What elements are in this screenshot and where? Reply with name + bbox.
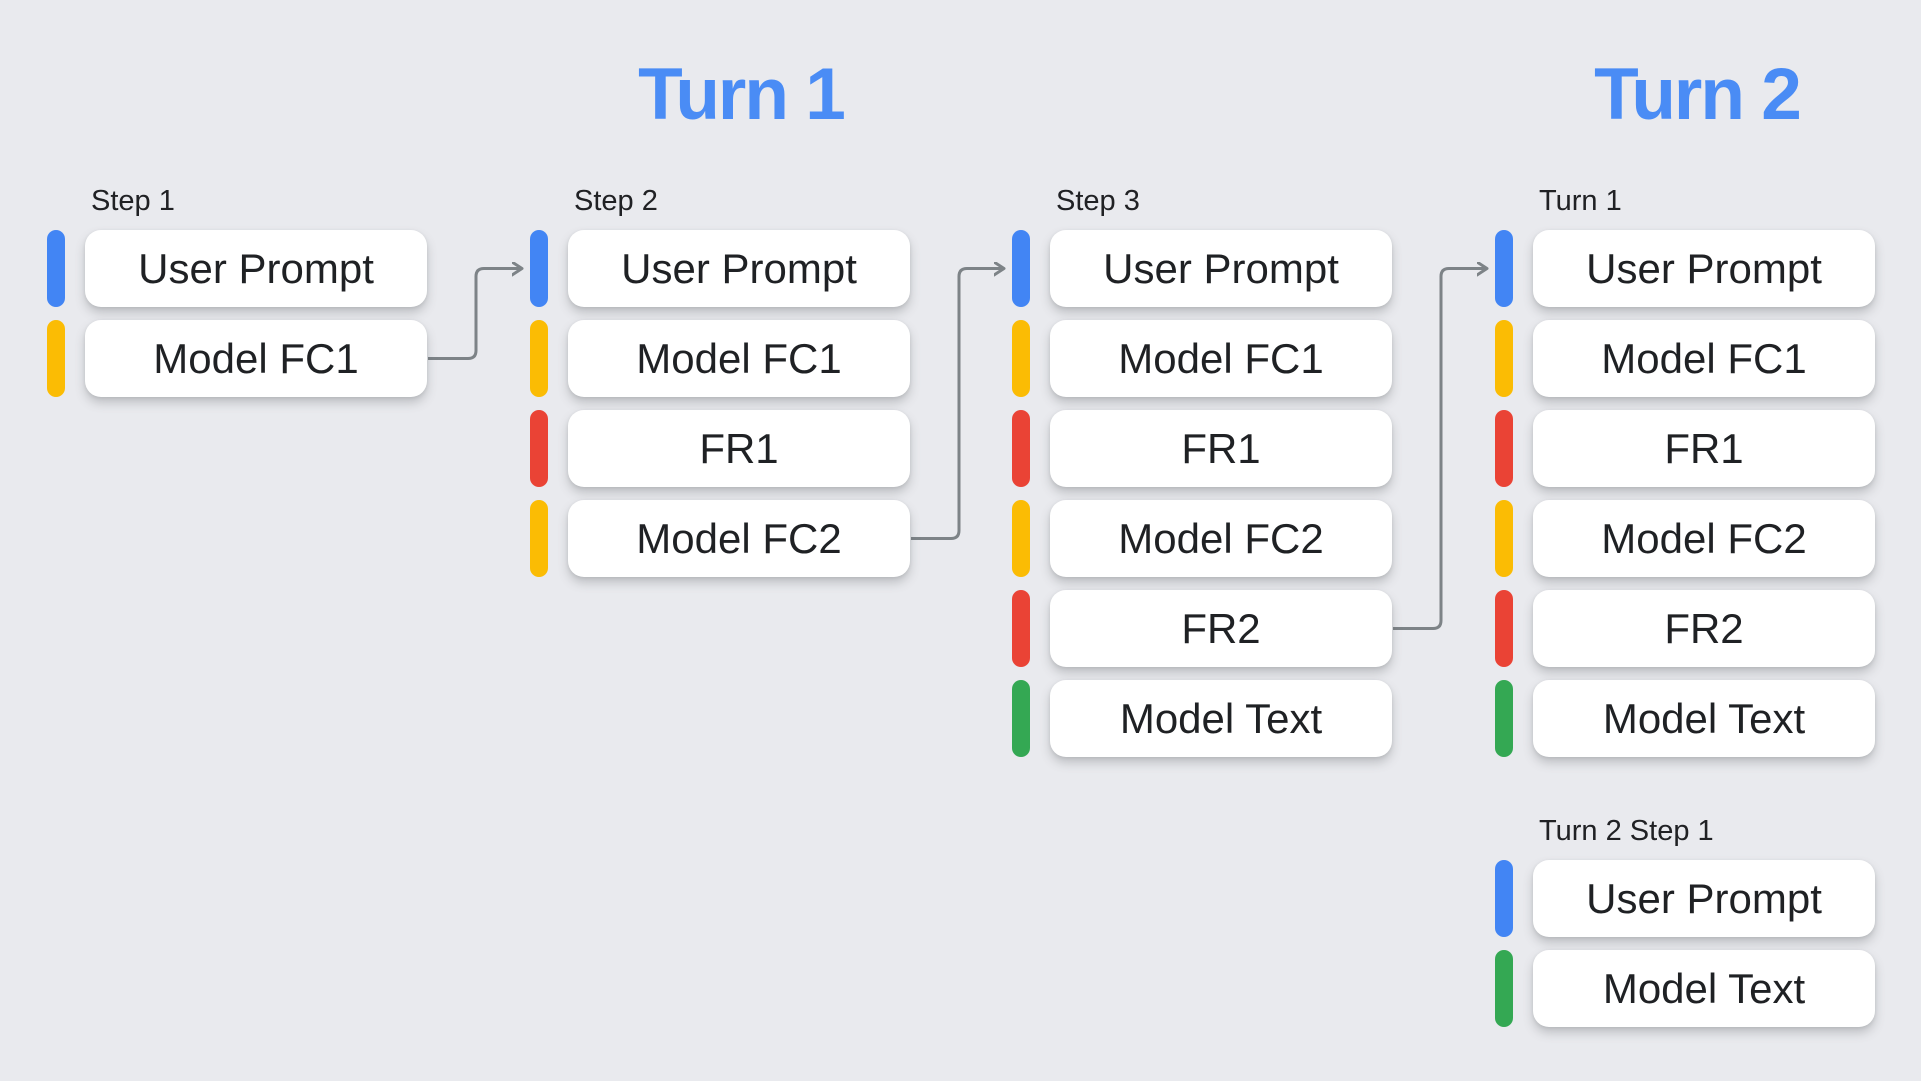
message-row: Model FC2 [530, 500, 910, 577]
message-box: Model Text [1050, 680, 1392, 757]
group-label: Step 3 [1056, 185, 1140, 217]
message-row: Model FC2 [1012, 500, 1392, 577]
message-row: Model Text [1495, 680, 1875, 757]
message-box: FR1 [1533, 410, 1875, 487]
message-row: User Prompt [1495, 230, 1875, 307]
message-box: Model Text [1533, 680, 1875, 757]
user-prompt-color-bar [530, 230, 548, 307]
message-box: Model FC1 [85, 320, 427, 397]
function-response-color-bar [1012, 410, 1030, 487]
model-function-call-color-bar [1012, 500, 1030, 577]
connector-arrow [1393, 269, 1487, 630]
message-row: Model FC1 [1012, 320, 1392, 397]
user-prompt-color-bar [1495, 230, 1513, 307]
group-label: Step 1 [91, 185, 175, 217]
connector-arrow [428, 269, 522, 360]
message-row: Model FC1 [47, 320, 427, 397]
message-row: User Prompt [530, 230, 910, 307]
turn-2-title: Turn 2 [1594, 54, 1802, 135]
message-box: FR2 [1050, 590, 1392, 667]
model-text-color-bar [1495, 950, 1513, 1027]
message-box: User Prompt [1533, 860, 1875, 937]
function-response-color-bar [1495, 590, 1513, 667]
model-function-call-color-bar [1495, 500, 1513, 577]
message-box: Model FC1 [1050, 320, 1392, 397]
model-function-call-color-bar [1495, 320, 1513, 397]
message-row: Model FC1 [1495, 320, 1875, 397]
message-box: Model FC1 [568, 320, 910, 397]
message-row: Model Text [1012, 680, 1392, 757]
message-box: Model FC2 [568, 500, 910, 577]
model-function-call-color-bar [47, 320, 65, 397]
message-row: FR1 [1495, 410, 1875, 487]
message-box: User Prompt [1533, 230, 1875, 307]
user-prompt-color-bar [1012, 230, 1030, 307]
group-label: Turn 1 [1539, 185, 1622, 217]
message-row: User Prompt [47, 230, 427, 307]
model-function-call-color-bar [530, 500, 548, 577]
message-row: User Prompt [1495, 860, 1875, 937]
message-row: FR1 [1012, 410, 1392, 487]
message-box: FR1 [1050, 410, 1392, 487]
message-row: FR2 [1495, 590, 1875, 667]
function-response-color-bar [1495, 410, 1513, 487]
message-row: FR1 [530, 410, 910, 487]
model-function-call-color-bar [1012, 320, 1030, 397]
user-prompt-color-bar [1495, 860, 1513, 937]
model-text-color-bar [1495, 680, 1513, 757]
group-label: Step 2 [574, 185, 658, 217]
message-box: Model Text [1533, 950, 1875, 1027]
user-prompt-color-bar [47, 230, 65, 307]
message-box: User Prompt [85, 230, 427, 307]
message-box: FR2 [1533, 590, 1875, 667]
connector-arrow [911, 269, 1004, 540]
function-response-color-bar [530, 410, 548, 487]
message-box: Model FC2 [1050, 500, 1392, 577]
message-row: Model FC2 [1495, 500, 1875, 577]
group-label: Turn 2 Step 1 [1539, 815, 1714, 847]
message-box: FR1 [568, 410, 910, 487]
message-box: Model FC1 [1533, 320, 1875, 397]
message-row: FR2 [1012, 590, 1392, 667]
message-box: Model FC2 [1533, 500, 1875, 577]
message-row: Model Text [1495, 950, 1875, 1027]
model-text-color-bar [1012, 680, 1030, 757]
message-row: Model FC1 [530, 320, 910, 397]
message-box: User Prompt [568, 230, 910, 307]
message-box: User Prompt [1050, 230, 1392, 307]
turn-1-title: Turn 1 [638, 54, 846, 135]
function-response-color-bar [1012, 590, 1030, 667]
model-function-call-color-bar [530, 320, 548, 397]
message-row: User Prompt [1012, 230, 1392, 307]
